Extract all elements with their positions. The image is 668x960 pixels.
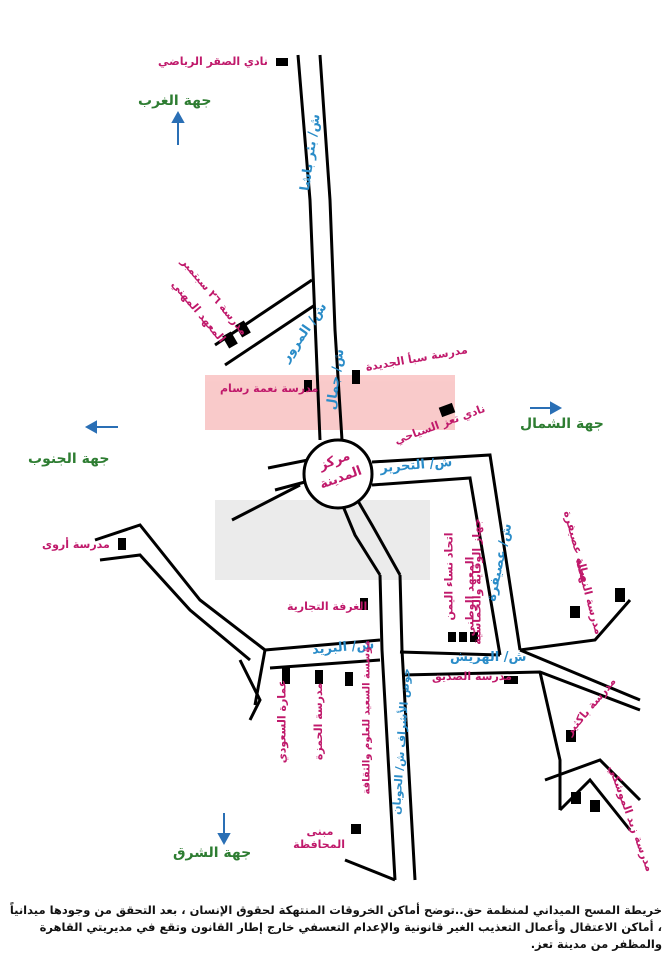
label-arwa: مدرسة أروى xyxy=(42,538,110,551)
road-huraish-top xyxy=(399,650,501,657)
label-governorate: مبنى المحافظة xyxy=(293,825,345,851)
marker-national xyxy=(470,632,478,642)
road-tahrir-bottom xyxy=(371,476,502,656)
marker-arwa xyxy=(118,538,126,550)
marker-governorate xyxy=(351,824,361,834)
marker-26sept-a xyxy=(235,320,251,338)
marker-saeedi xyxy=(282,668,290,684)
road-se-hook2 xyxy=(558,777,632,831)
street-huraish: ش/ الهريش xyxy=(450,650,527,665)
marker-security xyxy=(459,632,467,642)
road-hawdh-right xyxy=(398,574,417,881)
marker-union xyxy=(448,632,456,642)
road-branch-right xyxy=(519,648,641,702)
marker-sabaa xyxy=(352,370,360,384)
road-murur-bottom xyxy=(224,303,316,367)
direction-east-label: جهة الشرق xyxy=(173,845,252,861)
road-west-upper xyxy=(94,523,266,652)
marker-hamza xyxy=(315,670,323,684)
city-center-circle xyxy=(302,438,374,510)
road-jamal-right xyxy=(318,54,344,441)
marker-zaid-a xyxy=(571,792,581,804)
direction-west-label: جهة الغرب xyxy=(138,93,212,109)
label-nemaa: مدرسة نعمة رسام xyxy=(220,382,319,395)
road-asifira-upper xyxy=(519,599,632,652)
marker-nahda xyxy=(570,606,580,618)
marker-nemaa xyxy=(304,380,312,392)
label-chamber: الغرفة التجارية xyxy=(287,600,368,613)
label-saeedi: عمارة السعودي xyxy=(275,679,289,764)
road-se-hook1 xyxy=(544,758,642,802)
label-siddiq: مدرسة الصديق xyxy=(432,670,512,683)
marker-chamber xyxy=(360,598,368,610)
street-map xyxy=(84,54,642,882)
road-west-lower xyxy=(99,553,251,662)
label-hamza: مدرسة الحمزة xyxy=(312,682,326,761)
marker-asifira xyxy=(615,588,625,602)
road-tahrir-top xyxy=(371,453,522,651)
marker-saqr xyxy=(276,58,288,66)
marker-saeed xyxy=(345,672,353,686)
road-jamal-left xyxy=(296,54,322,441)
roads xyxy=(94,54,642,882)
road-hawdh-left xyxy=(378,574,397,881)
marker-bakathir xyxy=(566,730,576,742)
label-national: المعهد الوطني xyxy=(463,556,477,637)
marker-taiz-club xyxy=(438,402,456,418)
marker-siddiq xyxy=(504,676,518,684)
road-bareed-top xyxy=(264,638,381,652)
label-saeed: مؤسسة السعيد للعلوم والثقافة xyxy=(361,640,373,795)
road-nw-3 xyxy=(231,483,301,522)
road-gov xyxy=(344,858,396,882)
direction-arrows xyxy=(84,110,563,846)
map-caption: خريطة المسح الميداني لمنظمة حق..توضح أما… xyxy=(9,903,662,951)
building-markers xyxy=(118,58,625,834)
road-huraish-right xyxy=(538,671,562,810)
marker-26sept-b xyxy=(222,331,238,349)
direction-south-label: جهة الجنوب xyxy=(28,451,110,467)
marker-zaid-b xyxy=(590,800,600,812)
road-bareed-bottom xyxy=(269,658,381,670)
label-saqr-club: نادي الصقر الرياضي xyxy=(158,55,268,68)
watermark xyxy=(205,375,455,580)
label-union: اتحاد نساء اليمن xyxy=(442,532,456,621)
road-west-south xyxy=(238,659,262,721)
direction-north-label: جهة الشمال xyxy=(520,416,604,432)
